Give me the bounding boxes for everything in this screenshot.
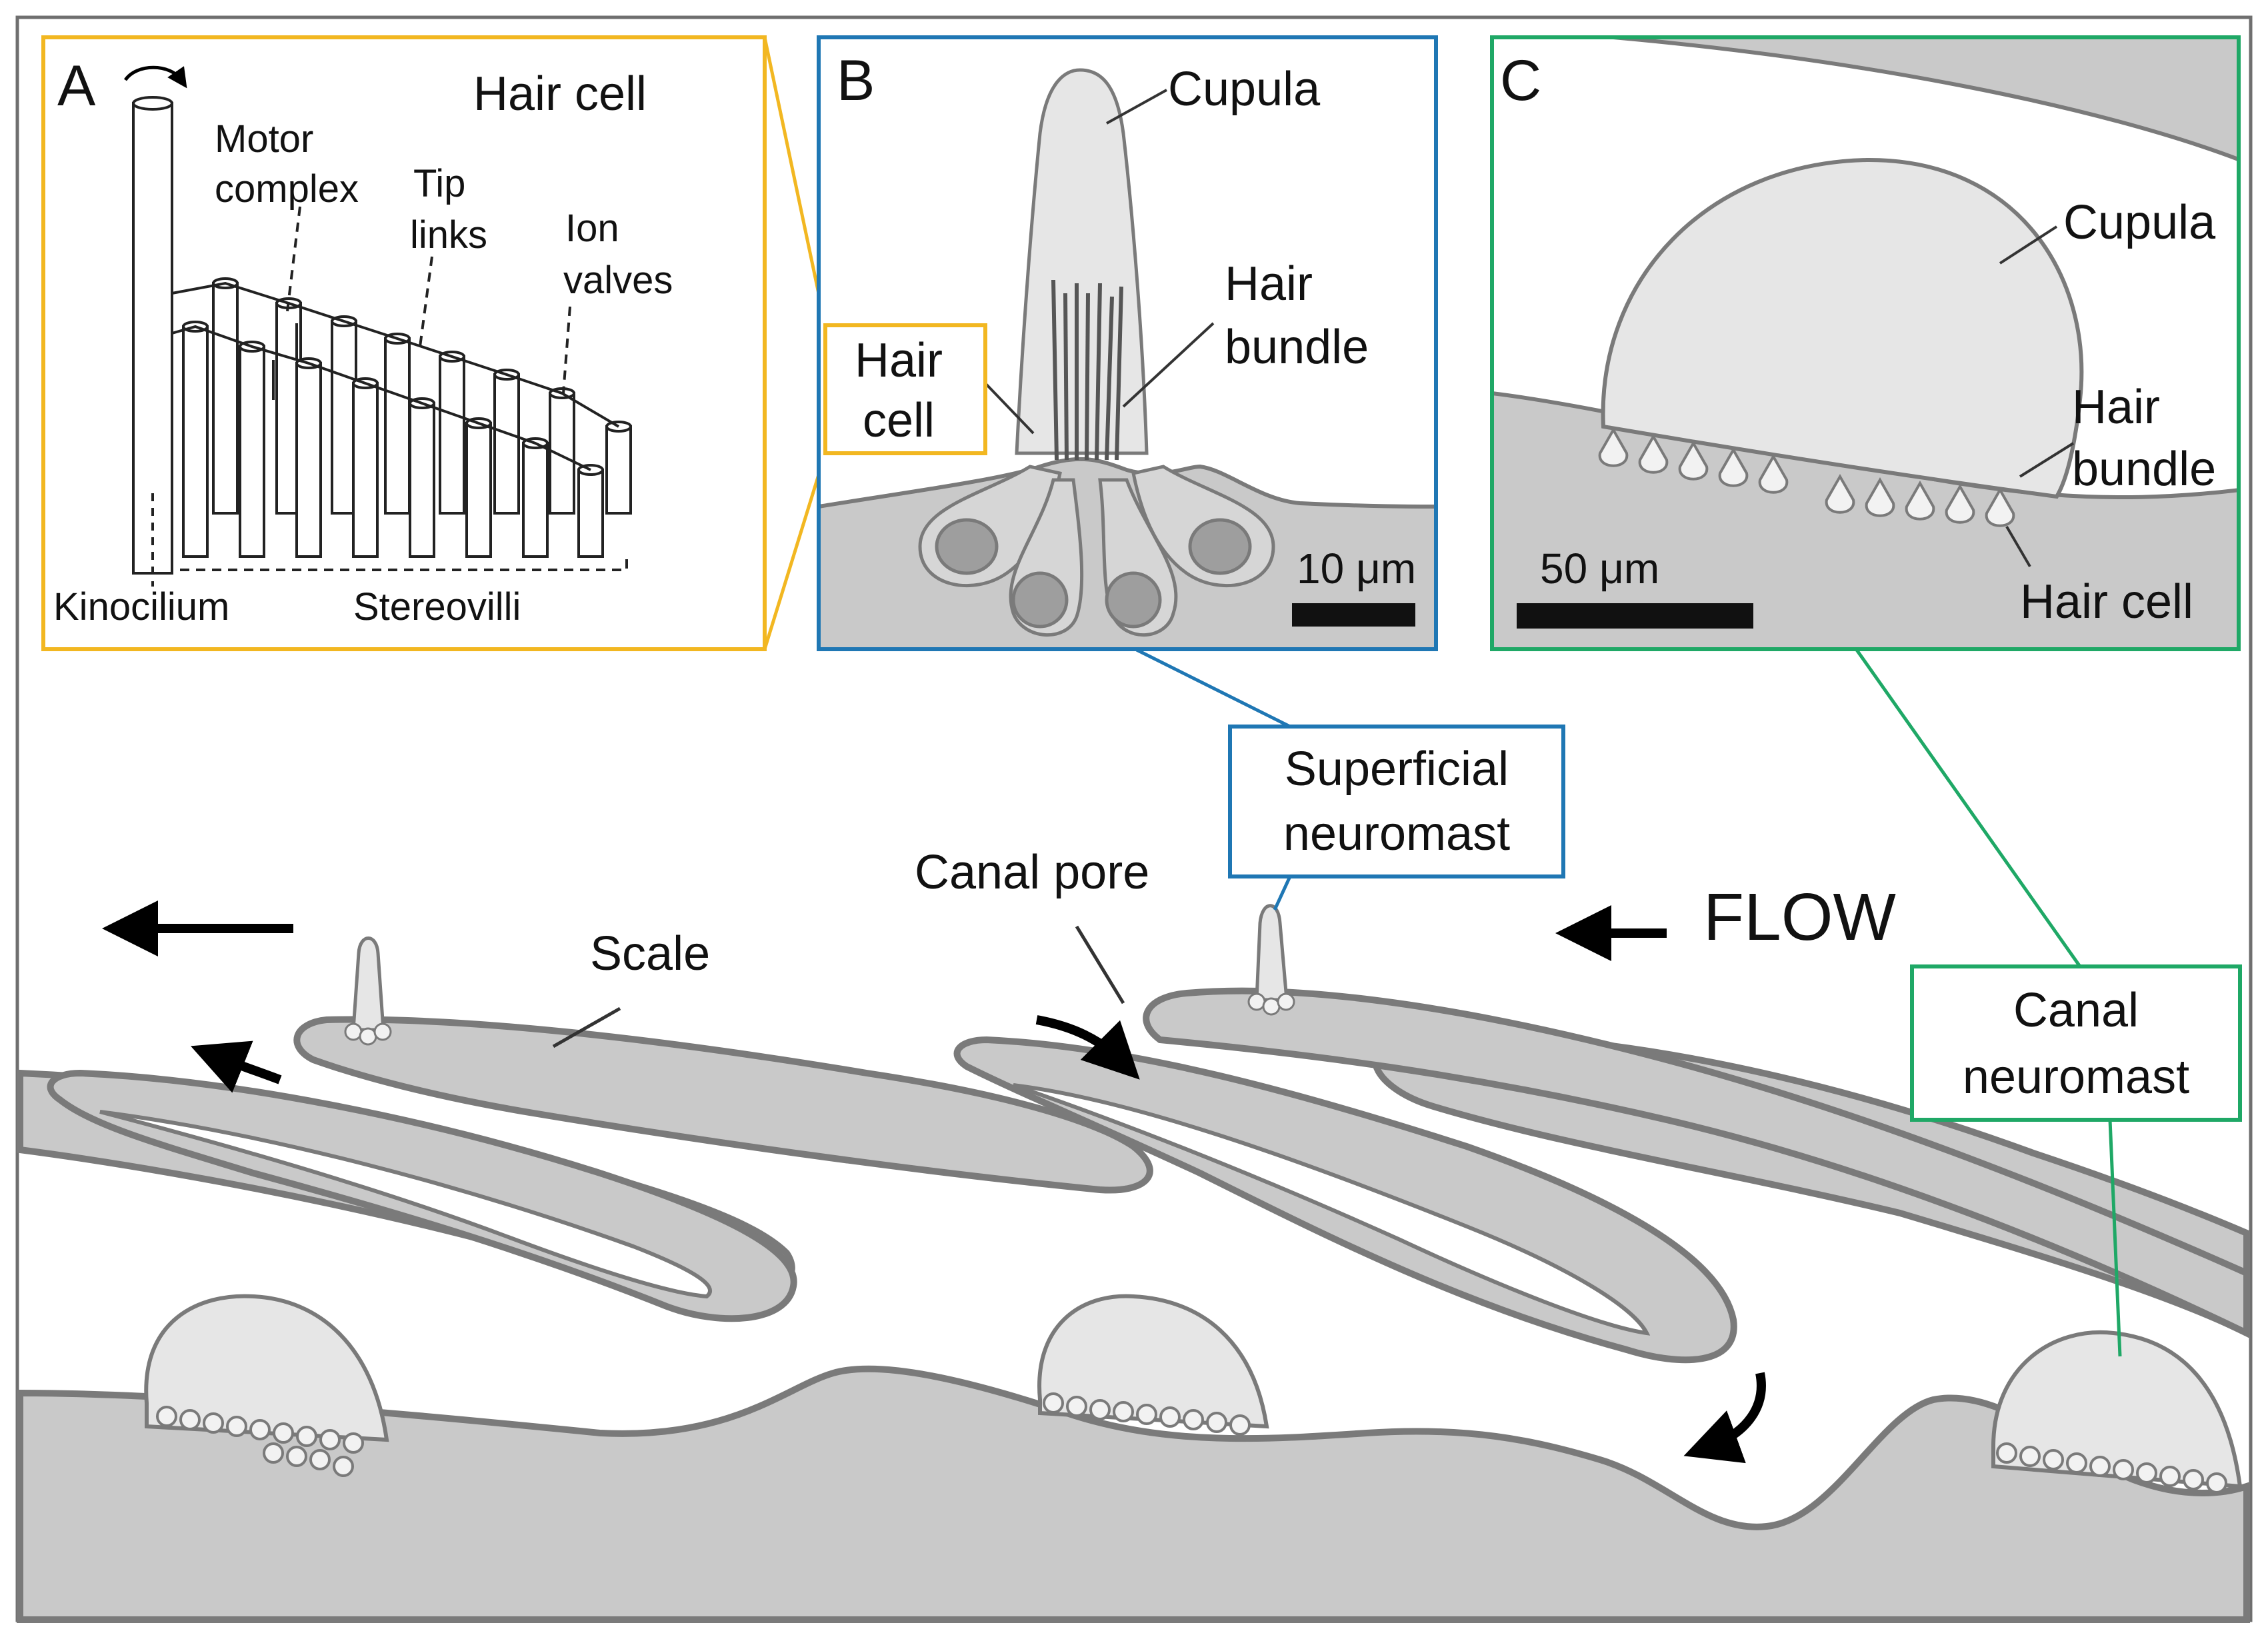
canal-neuromast-label-line2: neuromast xyxy=(1963,1050,2189,1104)
panel-c-scale-bar xyxy=(1517,603,1753,629)
rotation-arrow-icon xyxy=(123,65,187,89)
motor-arrows xyxy=(272,323,298,400)
scale-leader xyxy=(552,1006,621,1048)
scale-right xyxy=(1143,987,2250,1338)
canal-pore-leader xyxy=(1075,925,1125,1004)
panel-b-hair-bundle-label-1: Hair xyxy=(1225,257,1313,311)
canal-neuromast-2 xyxy=(1037,1294,1269,1436)
panel-b-scale-bar xyxy=(1292,603,1415,627)
superficial-neuromast-callout: Superficial neuromast xyxy=(1135,648,1565,911)
tip-links-label-1: Tip xyxy=(413,162,465,205)
panel-c-hair-cells-right xyxy=(1825,473,2015,527)
panel-b-letter: B xyxy=(837,49,875,113)
canal-neuromast-1 xyxy=(144,1294,389,1477)
panel-b-cupula-label: Cupula xyxy=(1168,63,1321,116)
panel-c-letter: C xyxy=(1500,49,1541,113)
scale-far-left-gap xyxy=(99,1110,712,1299)
panel-c-top-tissue xyxy=(1613,37,2239,162)
main-cross-section: Scale Canal pore FLOW xyxy=(17,846,2250,1623)
canal-neuromast-callout: Canal neuromast xyxy=(1855,649,2242,1357)
tip-links-drawing xyxy=(171,281,620,471)
motor-complex-label-2: complex xyxy=(215,167,359,211)
panel-c-hair-bundle-label-1: Hair xyxy=(2072,381,2160,434)
panel-a-letter: A xyxy=(57,54,96,118)
panel-b-cupula xyxy=(1015,68,1149,455)
panel-b: B Cupula Hair bundle Hair cell 10 μm xyxy=(817,35,1438,651)
panel-c-hair-bundle-label-2: bundle xyxy=(2072,443,2216,496)
flow-arrow-canal xyxy=(1683,1372,1766,1464)
panel-a: A Hair cell xyxy=(41,35,827,651)
scale-left xyxy=(293,1016,1153,1194)
ion-valves-label-1: Ion xyxy=(565,207,619,250)
scale-middle-gap xyxy=(1013,1083,1651,1336)
ion-valves-label-2: valves xyxy=(563,259,673,302)
panel-b-hair-cell-box xyxy=(823,323,987,455)
superficial-neuromast-left xyxy=(344,936,392,1046)
scale-label: Scale xyxy=(590,927,710,980)
flow-arrows xyxy=(102,900,1766,1464)
panel-a-title: Hair cell xyxy=(473,67,647,121)
panel-b-hair-cell-label-1: Hair xyxy=(855,334,943,387)
lower-tissue xyxy=(17,1365,2250,1623)
stereovilli-label: Stereovilli xyxy=(353,585,521,629)
kinocilium-label: Kinocilium xyxy=(53,585,229,629)
flow-arrow-out-left xyxy=(191,1040,282,1093)
panel-b-frame xyxy=(817,35,1438,651)
superficial-neuromast-label-line2: neuromast xyxy=(1283,807,1510,860)
superficial-neuromast-right xyxy=(1247,904,1295,1016)
panel-b-hair-bundle-label-2: bundle xyxy=(1225,321,1369,374)
flow-label: FLOW xyxy=(1703,880,1896,954)
flow-arrow-into-pore xyxy=(1035,1015,1140,1080)
kinocilium-drawing xyxy=(132,96,173,587)
panel-c: C Cupula Hair bundle Hair cell 50 μm xyxy=(1490,35,2241,651)
panel-c-cupula xyxy=(1601,157,2084,499)
panel-b-scale-bar-label: 10 μm xyxy=(1297,545,1416,593)
panel-c-cupula-label: Cupula xyxy=(2063,196,2216,249)
panel-c-frame xyxy=(1490,35,2241,651)
panel-b-hair-cell-label-2: cell xyxy=(863,394,935,447)
panel-a-leaders xyxy=(180,206,628,571)
motor-complex-label-1: Motor xyxy=(215,117,313,161)
panel-b-hair-cells xyxy=(918,465,1275,637)
canal-pore-label: Canal pore xyxy=(915,846,1149,899)
canal-neuromast-label-line1: Canal xyxy=(2013,984,2139,1037)
panel-c-scale-bar-label: 50 μm xyxy=(1540,545,1659,593)
superficial-neuromast-label-line1: Superficial xyxy=(1285,743,1509,796)
panel-c-hair-cell-label: Hair cell xyxy=(2020,575,2193,629)
tip-links-label-2: links xyxy=(410,213,487,257)
panel-b-hair-bundle xyxy=(1051,279,1123,461)
canal-neuromast-3 xyxy=(1991,1330,2243,1494)
panel-c-hair-cells-left xyxy=(1598,427,1789,494)
